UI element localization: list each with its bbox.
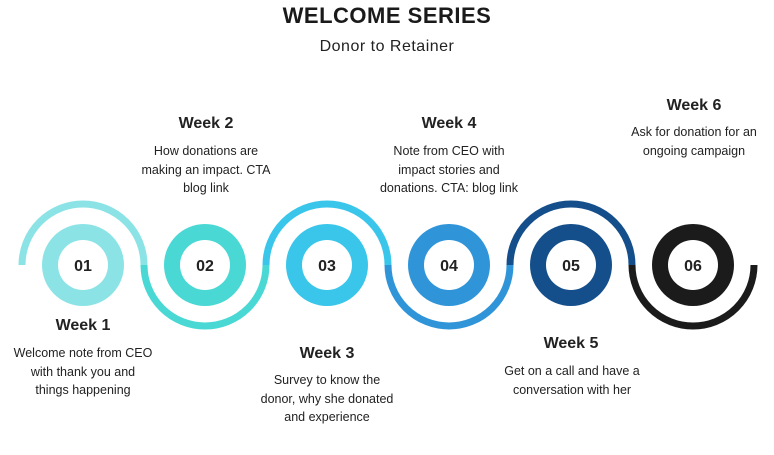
step-description-1: Welcome note from CEO with thank you and… — [13, 346, 153, 397]
arc-5 — [506, 200, 636, 266]
step-number-3: 03 — [318, 258, 336, 275]
step-label-5: Week 5 — [543, 335, 599, 352]
step-node-5: 05 — [530, 224, 612, 306]
arc-6 — [628, 264, 758, 330]
arc-1 — [18, 200, 148, 266]
page-title: WELCOME SERIES — [282, 3, 492, 28]
step-node-3: 03 — [286, 224, 368, 306]
step-number-5: 05 — [562, 258, 580, 275]
step-node-1: 01 — [42, 224, 124, 306]
step-label-3: Week 3 — [299, 345, 355, 362]
step-node-4: 04 — [408, 224, 490, 306]
step-node-2: 02 — [164, 224, 246, 306]
step-description-3: Survey to know the donor, why she donate… — [260, 373, 394, 424]
step-number-2: 02 — [196, 258, 214, 275]
arc-3 — [262, 200, 392, 266]
step-description-2: How donations are making an impact. CTA … — [141, 144, 271, 195]
step-number-6: 06 — [684, 258, 702, 275]
step-label-1: Week 1 — [55, 317, 111, 334]
step-label-4: Week 4 — [421, 115, 477, 132]
step-node-6: 06 — [652, 224, 734, 306]
step-number-4: 04 — [440, 258, 458, 275]
step-description-4: Note from CEO with impact stories and do… — [379, 144, 519, 195]
arc-4 — [384, 264, 514, 330]
step-description-6: Ask for donation for an ongoing campaign — [631, 125, 757, 158]
page-subtitle: Donor to Retainer — [319, 38, 455, 55]
arc-2 — [140, 264, 270, 330]
step-number-1: 01 — [74, 258, 92, 275]
step-label-2: Week 2 — [178, 115, 234, 132]
step-label-6: Week 6 — [666, 97, 722, 114]
step-description-5: Get on a call and have a conversation wi… — [504, 364, 640, 397]
